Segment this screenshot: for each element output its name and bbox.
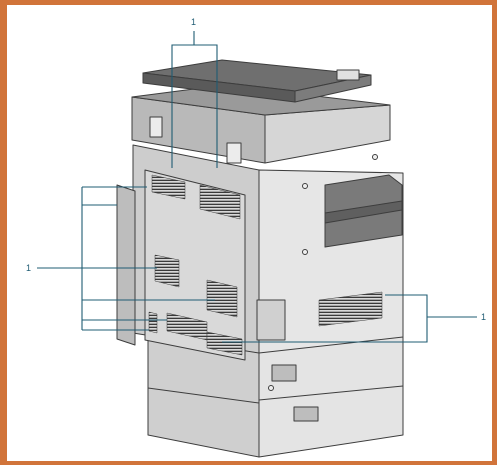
callout-label-left: 1	[26, 263, 31, 273]
tray-handle-upper	[271, 364, 297, 382]
screw-2	[302, 249, 308, 255]
screw-1	[302, 183, 308, 189]
vent-right-side	[318, 291, 383, 327]
vent-left-column	[148, 311, 158, 334]
copier-rear-view-diagram: 1 1 1	[26, 17, 486, 458]
vent-rear-bottom	[206, 331, 243, 356]
interface-cover	[256, 299, 286, 341]
feeder-handle	[336, 69, 360, 81]
screw-4	[268, 385, 274, 391]
output-tray	[324, 174, 403, 248]
callout-label-right: 1	[481, 312, 486, 322]
leader-right	[222, 294, 428, 343]
diagram-canvas: 1 1 1	[7, 5, 492, 461]
left-cable-cover	[116, 184, 136, 346]
document-feeder	[142, 59, 372, 103]
callout-leaders	[37, 31, 477, 343]
frame-border-right	[492, 0, 497, 465]
vent-rear-upper-right	[199, 184, 241, 220]
tray-handle-lower	[293, 406, 319, 422]
paper-tray-unit	[147, 334, 404, 458]
vent-rear-upper-left	[151, 174, 186, 200]
callout-label-top: 1	[191, 17, 196, 27]
screw-3	[372, 154, 378, 160]
frame-border-bottom	[0, 461, 497, 465]
hinge-right	[226, 142, 242, 164]
frame-border-top	[0, 0, 497, 5]
frame-border-left	[0, 0, 7, 465]
vent-rear-middle	[154, 254, 180, 288]
ventilation-holes	[148, 174, 383, 356]
hinge-left	[149, 116, 163, 138]
